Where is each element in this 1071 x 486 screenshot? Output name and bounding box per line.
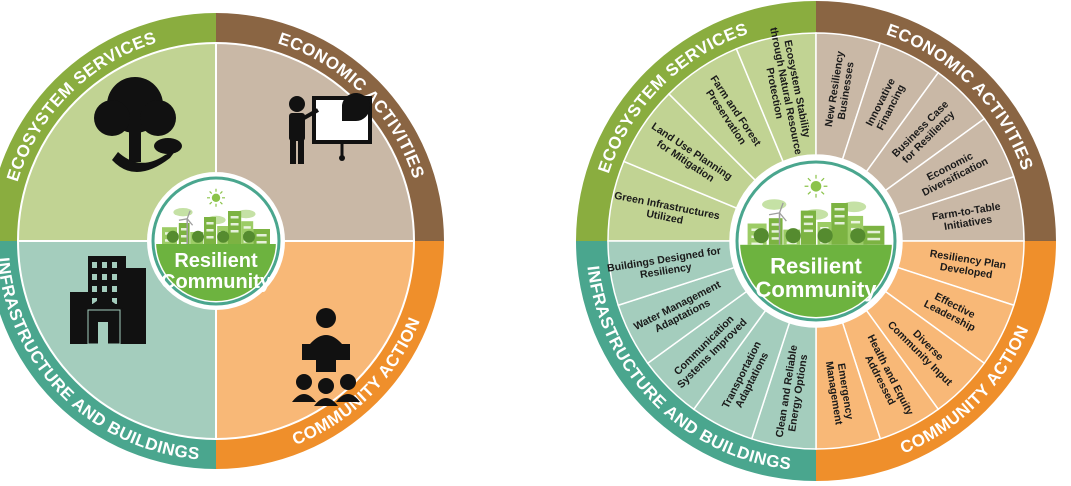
infra-item-wedge	[607, 240, 736, 307]
speaker-audience-icon	[292, 308, 360, 406]
ecosystem-quadrant	[16, 41, 217, 242]
community-outer-band	[216, 241, 444, 469]
tree-icon	[243, 230, 255, 243]
center-ring-stroke	[735, 160, 897, 322]
center-title-line1: Resilient	[174, 250, 258, 272]
center-title-line2: Community	[756, 277, 878, 302]
center-ring-stroke	[151, 176, 281, 306]
center-title-line2: Community	[161, 271, 272, 293]
buildings-icon	[70, 256, 146, 345]
tree-icon	[94, 77, 182, 173]
tree-icon	[850, 228, 866, 244]
cloud-icon	[762, 199, 787, 210]
cloud-icon	[841, 201, 867, 213]
tree-icon	[785, 228, 801, 244]
economic-outer-band	[216, 13, 444, 241]
tree-icon	[817, 228, 833, 244]
city-building	[800, 210, 816, 245]
economic-outer-band	[816, 1, 1056, 241]
presentation-icon	[289, 93, 372, 164]
city-building	[228, 211, 242, 244]
center-title-line1: Resilient	[770, 254, 862, 279]
infra-outer-band	[576, 241, 816, 481]
ecosystem-outer-band	[0, 13, 216, 241]
ecosystem-outer-band	[576, 1, 816, 241]
tree-icon	[217, 230, 230, 243]
cloud-icon	[173, 208, 193, 217]
tree-icon	[192, 230, 204, 243]
city-building	[863, 225, 885, 245]
sun-icon	[211, 193, 221, 202]
infra-outer-band	[0, 241, 216, 469]
sun-icon	[810, 180, 822, 192]
community-outer-band	[816, 241, 1056, 481]
city-building	[178, 223, 190, 244]
tree-icon	[753, 228, 769, 244]
tree-icon	[166, 230, 179, 243]
